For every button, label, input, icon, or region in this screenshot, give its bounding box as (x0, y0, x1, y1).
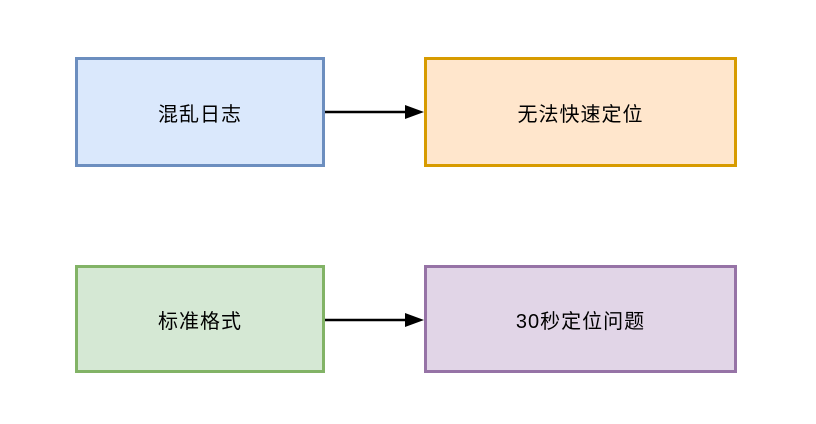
node-label: 标准格式 (158, 310, 242, 333)
node-label: 30秒定位问题 (515, 310, 646, 333)
node-label: 无法快速定位 (517, 103, 644, 126)
node-chaotic-logs: 混乱日志 (75, 57, 325, 167)
node-cannot-locate: 无法快速定位 (424, 57, 737, 167)
node-standard-format: 标准格式 (75, 265, 325, 373)
arrow-chaotic-logs-to-cannot-locate (325, 105, 424, 119)
node-locate-in-30s: 30秒定位问题 (424, 265, 737, 373)
arrow-standard-format-to-locate-in-30s (325, 313, 424, 327)
node-label: 混乱日志 (158, 103, 242, 126)
